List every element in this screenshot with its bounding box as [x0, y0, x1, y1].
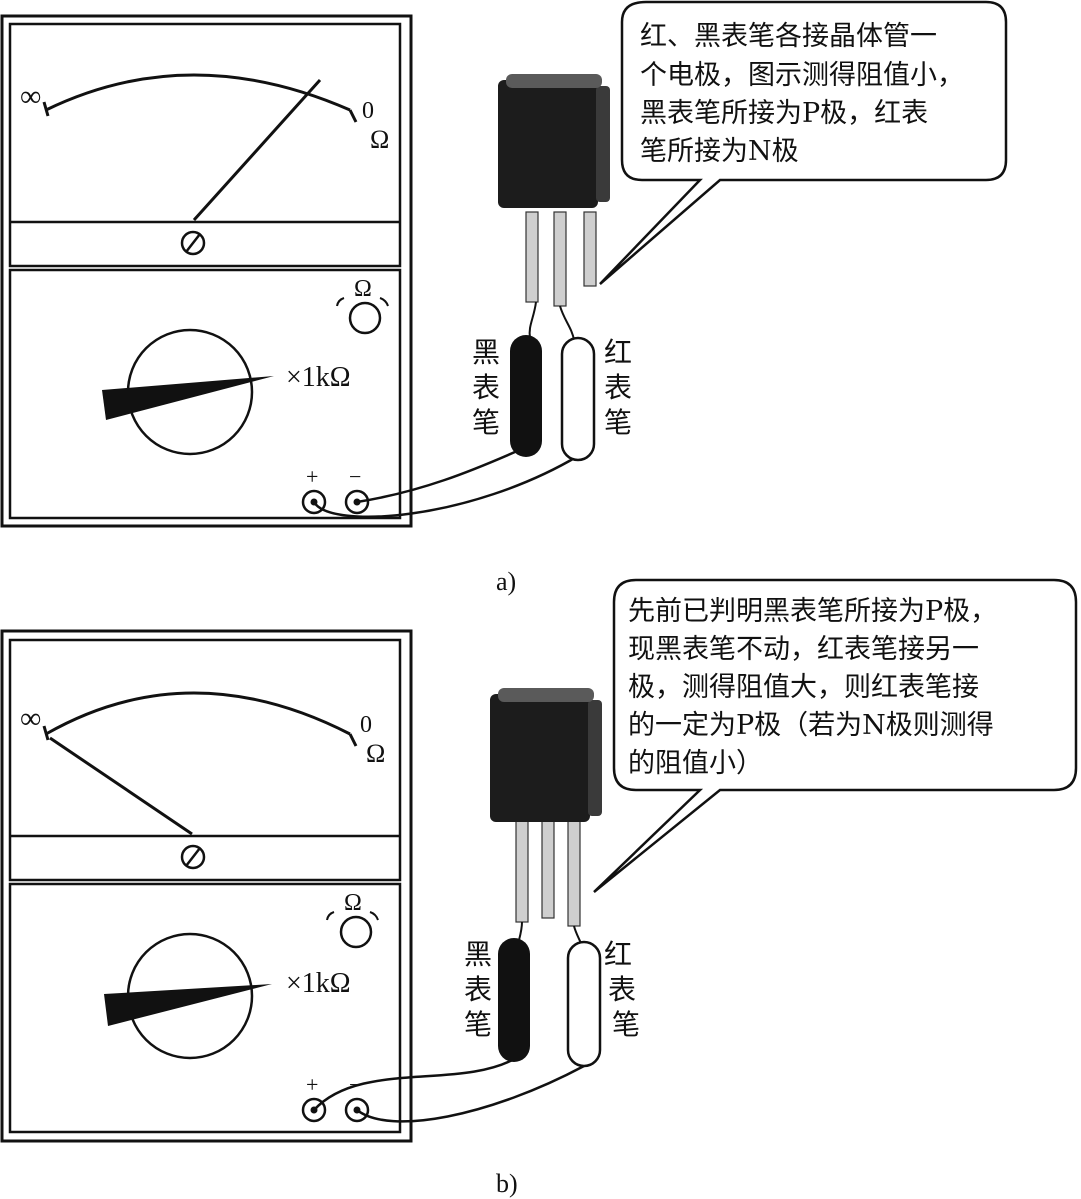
- rotate-left-arrow-icon: [326, 911, 335, 921]
- callout-line-2: 现黑表笔不动，红表笔接另一: [628, 634, 979, 665]
- panel-a: ∞ 0 Ω ×1kΩ Ω + −: [0, 0, 1008, 596]
- callout-line-2: 个电极，图示测得阻值小，: [640, 60, 964, 91]
- red-probe-label-1: 红: [604, 938, 632, 971]
- transistor-b: [490, 688, 602, 927]
- rotate-left-arrow-icon: [336, 297, 345, 307]
- transistor-lead-right: [567, 817, 581, 927]
- meter-needle: [192, 78, 322, 222]
- callout-line-4: 的一定为P极（若为N极则测得: [628, 710, 994, 741]
- black-probe[interactable]: [510, 335, 542, 457]
- transistor-lead-middle: [541, 817, 555, 919]
- transistor-a: [498, 74, 610, 307]
- ohm-adjust-label: Ω: [344, 890, 362, 916]
- callout-bubble: [593, 578, 1078, 893]
- black-probe-label-3: 笔: [464, 1008, 492, 1041]
- meter-needle: [49, 736, 193, 836]
- terminal-minus-label: −: [349, 464, 361, 489]
- ohm-adjust-label: Ω: [354, 276, 372, 302]
- transistor-lead-left: [525, 211, 539, 303]
- panel-b: ∞ 0 Ω ×1kΩ Ω + −: [0, 578, 1078, 1198]
- red-probe-label-3: 笔: [604, 406, 632, 439]
- callout-line-1: 先前已判明黑表笔所接为P极，: [628, 596, 997, 627]
- callout-line-5: 的阻值小）: [628, 748, 763, 779]
- meter-dial-window: [8, 638, 402, 882]
- ohm-adjust-knob[interactable]: [348, 301, 382, 335]
- black-probe-label-2: 表: [472, 371, 500, 404]
- rotate-right-arrow-icon: [379, 297, 389, 307]
- terminal-plus-label: +: [306, 1072, 318, 1097]
- red-probe-label-2: 表: [604, 371, 632, 404]
- ohm-adjust-knob[interactable]: [339, 915, 373, 949]
- multimeter-a: ∞ 0 Ω ×1kΩ Ω + −: [0, 14, 413, 528]
- transistor-lead-left: [515, 817, 529, 923]
- black-probe-label-1: 黑: [464, 938, 492, 971]
- black-probe-wire: [313, 1056, 517, 1111]
- callout-line-3: 黑表笔所接为P极，红表: [640, 98, 928, 129]
- rotate-right-arrow-icon: [369, 911, 379, 921]
- transistor-body: [490, 694, 590, 822]
- red-probe-label-2: 表: [608, 973, 636, 1006]
- range-selector-pointer: [102, 376, 274, 420]
- red-probe-wire: [356, 1064, 585, 1123]
- callout-line-3: 极，测得阻值大，则红表笔接: [628, 672, 979, 703]
- red-probe[interactable]: [566, 940, 602, 1068]
- red-probe-label-3: 笔: [612, 1008, 640, 1041]
- black-probe-label-1: 黑: [472, 336, 500, 369]
- range-selector-pointer: [104, 984, 272, 1026]
- transistor-lead-right: [583, 211, 597, 287]
- callout-bubble: [599, 0, 1008, 285]
- panel-caption: a): [496, 567, 516, 596]
- scale-zero-label: 0: [360, 712, 372, 738]
- scale-unit-label: Ω: [370, 125, 389, 154]
- black-probe-label-2: 表: [464, 973, 492, 1006]
- callout-line-4: 笔所接为N极: [640, 136, 799, 167]
- red-probe[interactable]: [560, 336, 596, 462]
- black-probe-label-3: 笔: [472, 406, 500, 439]
- callout-line-1: 红、黑表笔各接晶体管一: [640, 21, 937, 52]
- black-probe[interactable]: [498, 938, 530, 1062]
- red-probe-wire: [312, 454, 579, 518]
- red-probe-label-1: 红: [604, 336, 632, 369]
- terminal-minus-label: −: [349, 1072, 361, 1097]
- multimeter-b: ∞ 0 Ω ×1kΩ Ω + −: [0, 629, 413, 1143]
- transistor-body: [498, 80, 598, 208]
- panel-caption: b): [496, 1169, 518, 1198]
- transistor-lead-middle: [553, 211, 567, 307]
- black-probe-wire: [356, 446, 525, 504]
- range-label: ×1kΩ: [286, 362, 351, 393]
- scale-infinity-label: ∞: [20, 702, 41, 735]
- scale-unit-label: Ω: [366, 739, 385, 768]
- meter-dial-window: [8, 22, 402, 268]
- terminal-plus-label: +: [306, 464, 318, 489]
- range-label: ×1kΩ: [286, 968, 351, 999]
- scale-infinity-label: ∞: [20, 80, 41, 113]
- scale-zero-label: 0: [362, 98, 374, 124]
- scale-arc: [45, 691, 351, 736]
